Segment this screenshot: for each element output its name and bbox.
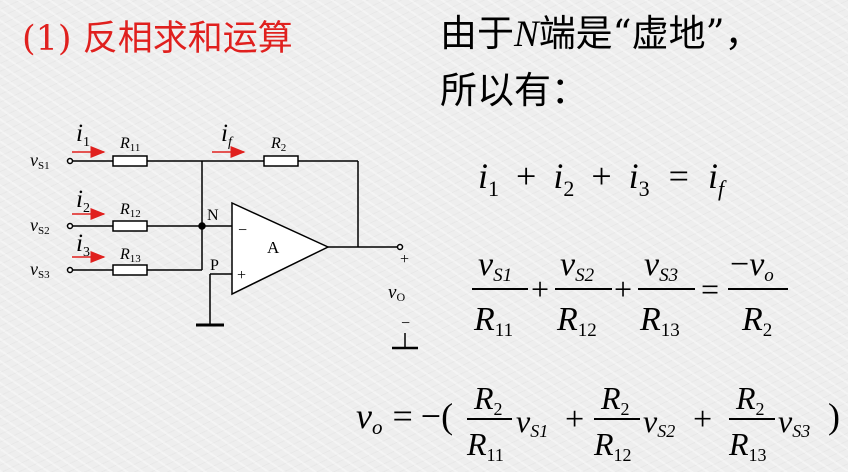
svg-text:vS1: vS1 <box>516 403 548 441</box>
intro-line-2: 所以有： <box>440 69 588 112</box>
svg-text:R13: R13 <box>728 426 767 465</box>
svg-text:i1 + i2 +: i1 + i2 + i3 = if <box>478 156 727 204</box>
svg-text:R2: R2 <box>473 380 503 419</box>
svg-text:): ) <box>828 396 840 436</box>
fraction-vs2-r12: vS2 R12 <box>555 246 612 341</box>
equation-kcl-fractions: vS1 R11 + vS2 R12 + vS3 R13 = −vo R2 <box>472 246 788 341</box>
circuit-diagram <box>66 155 418 350</box>
label-vs3: vS3 <box>30 259 50 281</box>
label-r2: R2 <box>270 135 286 154</box>
label-if: if <box>221 120 234 150</box>
svg-text:R2: R2 <box>600 380 630 419</box>
label-noninv-input: + <box>237 267 246 284</box>
label-vs1: vS1 <box>30 150 50 172</box>
label-r12: R12 <box>119 201 141 220</box>
svg-text:vS3: vS3 <box>778 403 810 441</box>
svg-text:R11: R11 <box>466 426 504 465</box>
label-r11: R11 <box>119 135 140 154</box>
label-opamp: A <box>267 238 280 257</box>
intro-line-1: 由于N端是“虚地”， <box>440 12 762 55</box>
label-vs2: vS2 <box>30 215 50 237</box>
svg-text:R2: R2 <box>735 380 765 419</box>
fraction-r2-r13: R2 R13 <box>728 380 775 465</box>
svg-text:+: + <box>565 401 584 438</box>
fraction-neg-vo-r2: −vo R2 <box>728 246 788 341</box>
intro-text: 由于N端是“虚地”， 所以有： <box>440 6 762 119</box>
fraction-vs1-r11: vS1 R11 <box>472 246 528 341</box>
fraction-r2-r11: R2 R11 <box>466 380 512 465</box>
svg-text:vS2: vS2 <box>643 403 675 441</box>
svg-text:vS3: vS3 <box>644 246 678 286</box>
svg-text:R11: R11 <box>473 301 513 341</box>
opamp-triangle <box>231 201 330 296</box>
label-vo: vO <box>388 282 405 304</box>
label-output-minus: − <box>401 315 410 332</box>
svg-text:R13: R13 <box>639 301 680 341</box>
equation-output-voltage: vo=−( R2 R11 vS1 + R2 R12 vS2 + R2 R13 v… <box>356 380 840 465</box>
equation-current-sum: i1 + i2 + i3 = if <box>478 156 727 204</box>
svg-text:vS2: vS2 <box>560 246 595 286</box>
label-node-n: N <box>207 207 219 224</box>
label-i2: i2 <box>76 186 90 216</box>
svg-text:+: + <box>531 271 549 307</box>
svg-text:R12: R12 <box>556 301 597 341</box>
svg-text:−vo: −vo <box>730 246 774 286</box>
fraction-vs3-r13: vS3 R13 <box>638 246 695 341</box>
label-inv-input: − <box>238 222 247 239</box>
fraction-r2-r12: R2 R12 <box>593 380 640 465</box>
svg-text:R12: R12 <box>593 426 632 465</box>
label-i3: i3 <box>76 230 90 260</box>
label-node-p: P <box>210 257 219 274</box>
svg-text:vS1: vS1 <box>478 246 512 286</box>
output-terminal <box>396 243 404 251</box>
svg-text:vo=−(: vo=−( <box>356 396 453 439</box>
input-wire-3 <box>66 264 202 276</box>
resistor-r2 <box>263 155 299 167</box>
label-i1: i1 <box>76 120 90 150</box>
node-junction <box>198 222 206 230</box>
label-r13: R13 <box>119 246 141 265</box>
svg-text:R2: R2 <box>741 301 772 341</box>
section-title: (1) 反相求和运算 <box>22 19 293 59</box>
circuit-labels: i1 i2 i3 if R11 R12 R13 R2 vS1 vS2 vS3 N… <box>30 120 410 332</box>
input-wire-1 <box>66 155 264 167</box>
svg-text:+: + <box>614 271 632 307</box>
current-arrows <box>72 146 246 263</box>
svg-text:=: = <box>701 271 719 307</box>
svg-text:+: + <box>693 401 712 438</box>
input-wire-2 <box>66 220 232 232</box>
label-output-plus: + <box>400 251 409 268</box>
